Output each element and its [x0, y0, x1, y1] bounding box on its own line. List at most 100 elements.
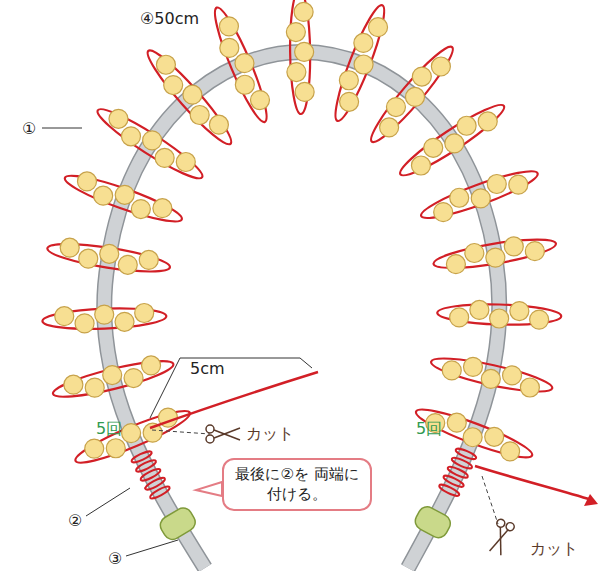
bead	[340, 92, 359, 111]
red-wire-loop	[413, 402, 536, 464]
bead	[465, 244, 484, 263]
bead	[153, 199, 172, 218]
bead	[139, 250, 158, 269]
red-wire-loop	[328, 2, 392, 125]
cut-label: カット	[530, 540, 578, 558]
bead	[434, 203, 453, 222]
bead	[190, 105, 209, 124]
bead-row	[207, 4, 274, 126]
bead	[287, 63, 306, 82]
bead-row	[418, 164, 541, 225]
bead	[339, 71, 358, 90]
bead	[295, 42, 314, 61]
bead	[142, 356, 161, 375]
bead	[485, 427, 504, 446]
red-wire-loop	[141, 44, 238, 150]
bead	[79, 249, 98, 268]
bead	[235, 75, 254, 94]
end-bead	[412, 504, 453, 541]
bead	[60, 238, 79, 257]
bead	[103, 366, 122, 385]
bead	[520, 378, 539, 397]
bead-row	[395, 98, 510, 183]
red-wire-loop	[429, 352, 554, 398]
bead	[131, 200, 150, 219]
dimension-label: ④50cm	[140, 10, 199, 28]
bead	[501, 442, 520, 461]
bead	[164, 76, 183, 95]
dimension-label: 5cm	[190, 360, 225, 378]
bead	[118, 255, 137, 274]
bead	[424, 138, 443, 157]
red-wire-loop	[46, 238, 172, 277]
bead	[183, 85, 202, 104]
callout-number: ①	[22, 120, 36, 138]
coil-turn	[144, 476, 166, 492]
bead	[450, 308, 469, 327]
bead	[77, 172, 96, 191]
callout-number: ②	[68, 512, 82, 530]
bead	[176, 152, 195, 171]
bead-row	[429, 352, 554, 398]
red-wire-loop	[207, 4, 274, 126]
bead	[294, 2, 313, 21]
cut-line	[152, 430, 210, 434]
bead	[450, 188, 469, 207]
bead	[486, 248, 505, 267]
red-wire-loop	[62, 168, 186, 228]
bead	[115, 185, 134, 204]
bead	[106, 439, 125, 458]
bead	[490, 309, 509, 328]
bead	[386, 98, 405, 117]
scissors-icon	[487, 518, 516, 556]
wire-tail	[150, 372, 318, 428]
bead	[235, 54, 254, 73]
coil-turn	[455, 447, 478, 461]
red-wire-loop	[432, 234, 558, 274]
bead	[122, 424, 141, 443]
end-bead	[157, 505, 198, 543]
bead	[463, 357, 482, 376]
bead	[124, 369, 143, 388]
bead	[295, 82, 314, 101]
bead-row	[42, 304, 167, 333]
bead	[442, 361, 461, 380]
bead-row	[46, 238, 172, 277]
turn-count: 5回	[96, 420, 122, 438]
bead	[85, 378, 104, 397]
bead-row	[328, 2, 392, 125]
bead	[369, 18, 388, 37]
bead	[209, 115, 228, 134]
bead-row	[72, 404, 194, 471]
cut-line	[482, 476, 498, 524]
bead	[250, 91, 269, 110]
bead-row	[413, 402, 536, 464]
bead	[431, 57, 450, 76]
bead	[530, 310, 549, 329]
bead	[445, 134, 464, 153]
bead	[155, 148, 174, 167]
red-wire-loop	[418, 164, 541, 225]
bead	[95, 305, 114, 324]
bead-loops	[42, 0, 561, 470]
bead	[463, 428, 482, 447]
scissors-icon	[206, 425, 240, 443]
callout-text: 最後に②を 両端に付ける。	[234, 465, 360, 504]
coil-turn	[149, 485, 171, 501]
bead	[64, 375, 83, 394]
callout-number: ③	[108, 550, 122, 568]
bead	[75, 314, 94, 333]
bead	[457, 116, 476, 135]
bead	[525, 242, 544, 261]
coil-turn	[130, 449, 152, 464]
bead-row	[432, 234, 558, 274]
bead	[412, 67, 431, 86]
turn-count: 5回	[416, 420, 442, 438]
bead	[135, 304, 154, 323]
bead	[109, 109, 128, 128]
bead-row	[286, 0, 314, 114]
bead	[121, 127, 140, 146]
bead	[94, 186, 113, 205]
bead	[85, 439, 104, 458]
bead	[220, 38, 239, 57]
